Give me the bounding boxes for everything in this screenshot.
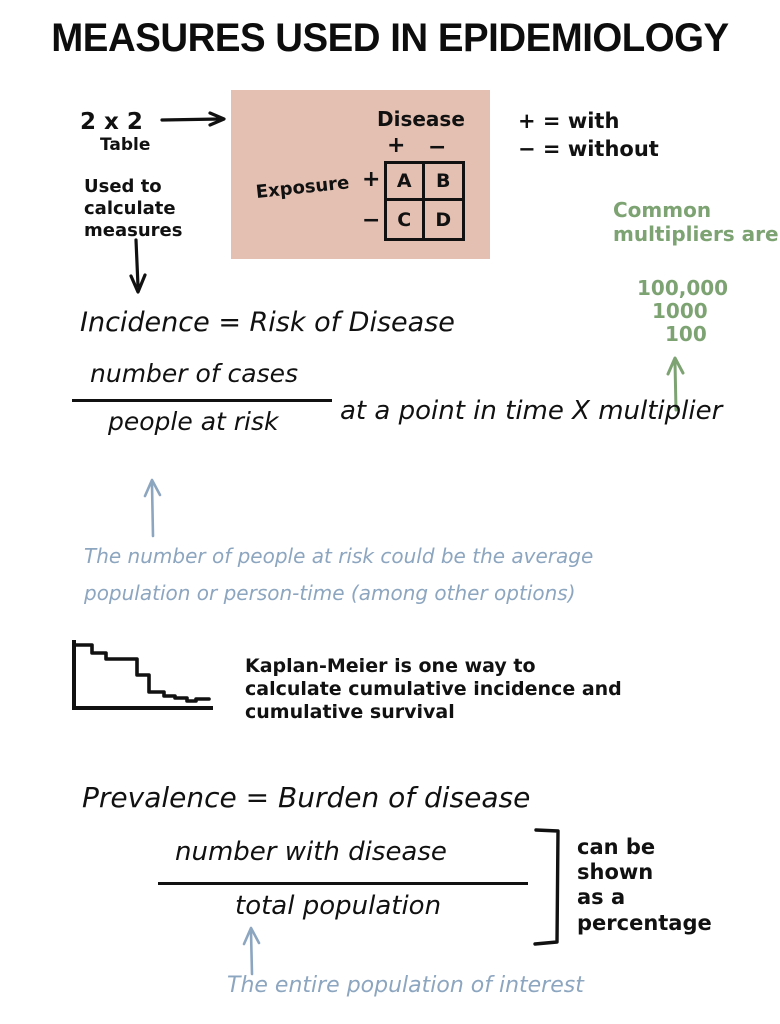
table-column-header-negative: − — [428, 135, 447, 160]
table-cell-a: A — [387, 164, 425, 201]
kaplan-meier-caption: Kaplan-Meier is one way to calculate cum… — [245, 655, 622, 724]
two-by-two-purpose-note: Used to calculate measures — [84, 176, 183, 241]
incidence-numerator: number of cases — [90, 359, 299, 388]
two-by-two-grid: A B C D — [384, 161, 465, 241]
arrow-down-icon — [124, 238, 154, 300]
two-by-two-panel — [231, 90, 490, 259]
legend-plus-meaning: + = with — [518, 109, 620, 133]
arrow-up-icon-blue-1 — [140, 470, 166, 538]
table-cell-b: B — [424, 164, 462, 201]
incidence-annotation: The number of people at risk could be th… — [84, 544, 594, 605]
table-cell-d: D — [435, 208, 452, 231]
prevalence-denominator: total population — [235, 891, 442, 921]
arrow-up-icon-green — [662, 352, 692, 414]
table-row-header-negative: − — [362, 208, 381, 233]
arrow-up-icon-blue-2 — [239, 920, 265, 976]
legend-minus-meaning: − = without — [518, 137, 659, 161]
two-by-two-pointer-label: 2 x 2 — [80, 109, 143, 135]
kaplan-meier-step-chart — [68, 640, 213, 712]
page-title: MEASURES USED IN EPIDEMIOLOGY — [51, 16, 729, 60]
prevalence-heading: Prevalence = Burden of disease — [82, 781, 531, 814]
table-column-header-positive: + — [387, 133, 406, 158]
multipliers-heading: Common multipliers are — [613, 198, 779, 246]
multiplier-value-100000: 100,000 — [637, 276, 729, 300]
prevalence-annotation: The entire population of interest — [227, 973, 584, 998]
grouping-bracket — [532, 826, 572, 948]
table-cell-c: C — [387, 201, 425, 238]
two-by-two-pointer-sublabel: Table — [100, 135, 151, 155]
table-column-group-header: Disease — [377, 107, 465, 131]
incidence-heading: Incidence = Risk of Disease — [80, 307, 455, 338]
prevalence-side-note: can be shown as a percentage — [577, 835, 712, 935]
arrow-right-icon — [160, 108, 236, 130]
incidence-denominator: people at risk — [108, 407, 279, 436]
multiplier-value-100: 100 — [665, 322, 707, 346]
incidence-formula-tail: at a point in time X multiplier — [340, 396, 723, 426]
multiplier-value-1000: 1000 — [652, 299, 708, 323]
incidence-fraction-bar — [72, 399, 332, 402]
table-row-header-positive: + — [362, 167, 381, 192]
prevalence-numerator: number with disease — [175, 837, 447, 867]
prevalence-fraction-bar — [158, 882, 528, 885]
